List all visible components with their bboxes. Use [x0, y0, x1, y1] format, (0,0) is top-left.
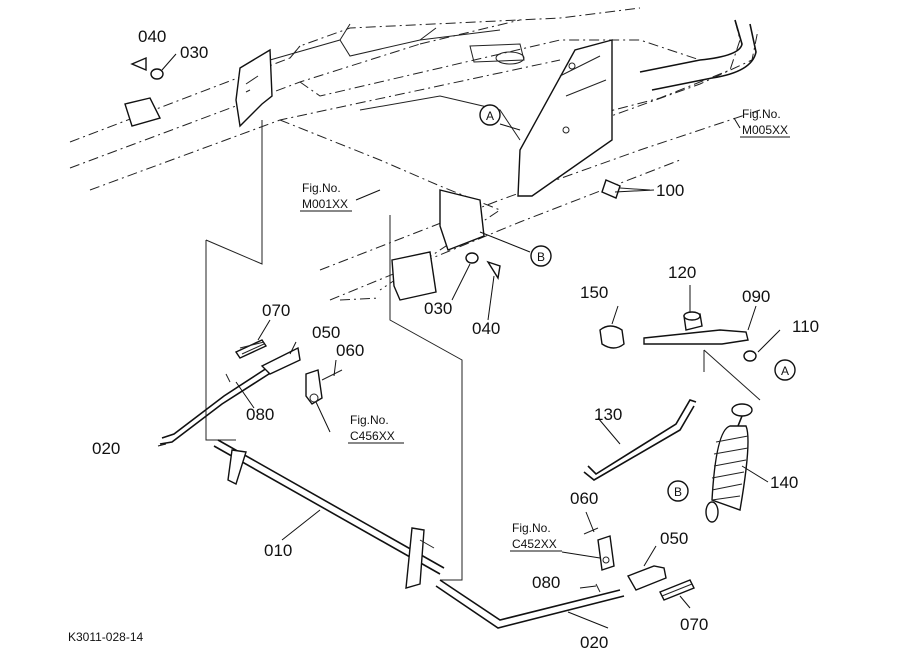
right-bracket-plate [517, 39, 613, 197]
top-hardware [130, 56, 651, 280]
label-070-bot: 070 [680, 615, 708, 634]
washer-030-top [150, 68, 164, 80]
label-060-top: 060 [336, 341, 364, 360]
left-bracket [235, 48, 273, 128]
frame-brackets [124, 19, 757, 301]
svg-text:Fig.No.: Fig.No. [302, 181, 341, 195]
bolt-100 [601, 179, 621, 199]
label-010: 010 [264, 541, 292, 560]
svg-text:M005XX: M005XX [742, 123, 788, 137]
label-090: 090 [742, 287, 770, 306]
label-080-bot: 080 [532, 573, 560, 592]
fig-ref-c456: Fig.No. C456XX [348, 413, 404, 444]
right-small-parts [583, 527, 695, 601]
drawing-id: K3011-028-14 [68, 630, 143, 644]
rod-130 [583, 399, 697, 481]
svg-text:A: A [781, 364, 789, 378]
label-050-top: 050 [312, 323, 340, 342]
svg-text:B: B [537, 250, 545, 264]
bracket-050-bot [626, 565, 667, 591]
fig-ref-m001: Fig.No. M001XX [300, 181, 352, 212]
label-030-mid: 030 [424, 299, 452, 318]
label-150: 150 [580, 283, 608, 302]
label-100: 100 [656, 181, 684, 200]
label-130: 130 [594, 405, 622, 424]
plate-c456 [305, 369, 323, 405]
washer-110 [743, 350, 757, 362]
label-060-bot: 060 [570, 489, 598, 508]
link-rod-020-upper [159, 365, 273, 445]
cross-shaft-010 [213, 439, 445, 589]
label-030-top: 030 [180, 43, 208, 62]
part-labels: 040 030 100 030 040 150 120 090 110 070 … [92, 27, 819, 652]
svg-text:M001XX: M001XX [302, 197, 348, 211]
leader-lines [157, 53, 781, 629]
svg-text:C452XX: C452XX [512, 537, 557, 551]
left-arm [227, 449, 247, 485]
svg-text:Fig.No.: Fig.No. [742, 107, 781, 121]
plate-c452 [597, 535, 615, 571]
right-arm [405, 527, 425, 589]
link-rod-020-lower [435, 579, 625, 629]
label-040-top: 040 [138, 27, 166, 46]
label-080-top: 080 [246, 405, 274, 424]
svg-text:Fig.No.: Fig.No. [512, 521, 551, 535]
svg-text:C456XX: C456XX [350, 429, 395, 443]
callout-a-right: A [774, 359, 796, 381]
knob-150 [599, 325, 625, 349]
lower-plate [391, 251, 437, 301]
label-070-top: 070 [262, 301, 290, 320]
label-020-bot: 020 [580, 633, 608, 652]
rear-tube [639, 19, 743, 73]
callout-a-top: A [479, 104, 501, 126]
label-110: 110 [792, 317, 819, 336]
svg-text:Fig.No.: Fig.No. [350, 413, 389, 427]
label-140: 140 [770, 473, 798, 492]
label-020-left: 020 [92, 439, 120, 458]
spring-140 [705, 403, 753, 523]
label-040-mid: 040 [472, 319, 500, 338]
label-120: 120 [668, 263, 696, 282]
label-050-bot: 050 [660, 529, 688, 548]
washer-030-mid [465, 252, 479, 264]
callout-b-top: B [530, 245, 552, 267]
svg-text:A: A [486, 109, 494, 123]
center-mount-plate [439, 189, 485, 251]
callout-b-right: B [667, 480, 689, 502]
left-small-parts [225, 339, 343, 405]
left-assembly-outline [205, 120, 463, 581]
svg-text:B: B [674, 485, 682, 499]
lever-assembly [599, 311, 761, 401]
bracket-050-top [260, 346, 301, 375]
fig-ref-c452: Fig.No. C452XX [510, 521, 562, 552]
spring-coil [711, 425, 749, 511]
left-hook [124, 97, 162, 127]
lever-090 [643, 329, 749, 345]
fig-ref-m005: Fig.No. M005XX [740, 107, 790, 138]
